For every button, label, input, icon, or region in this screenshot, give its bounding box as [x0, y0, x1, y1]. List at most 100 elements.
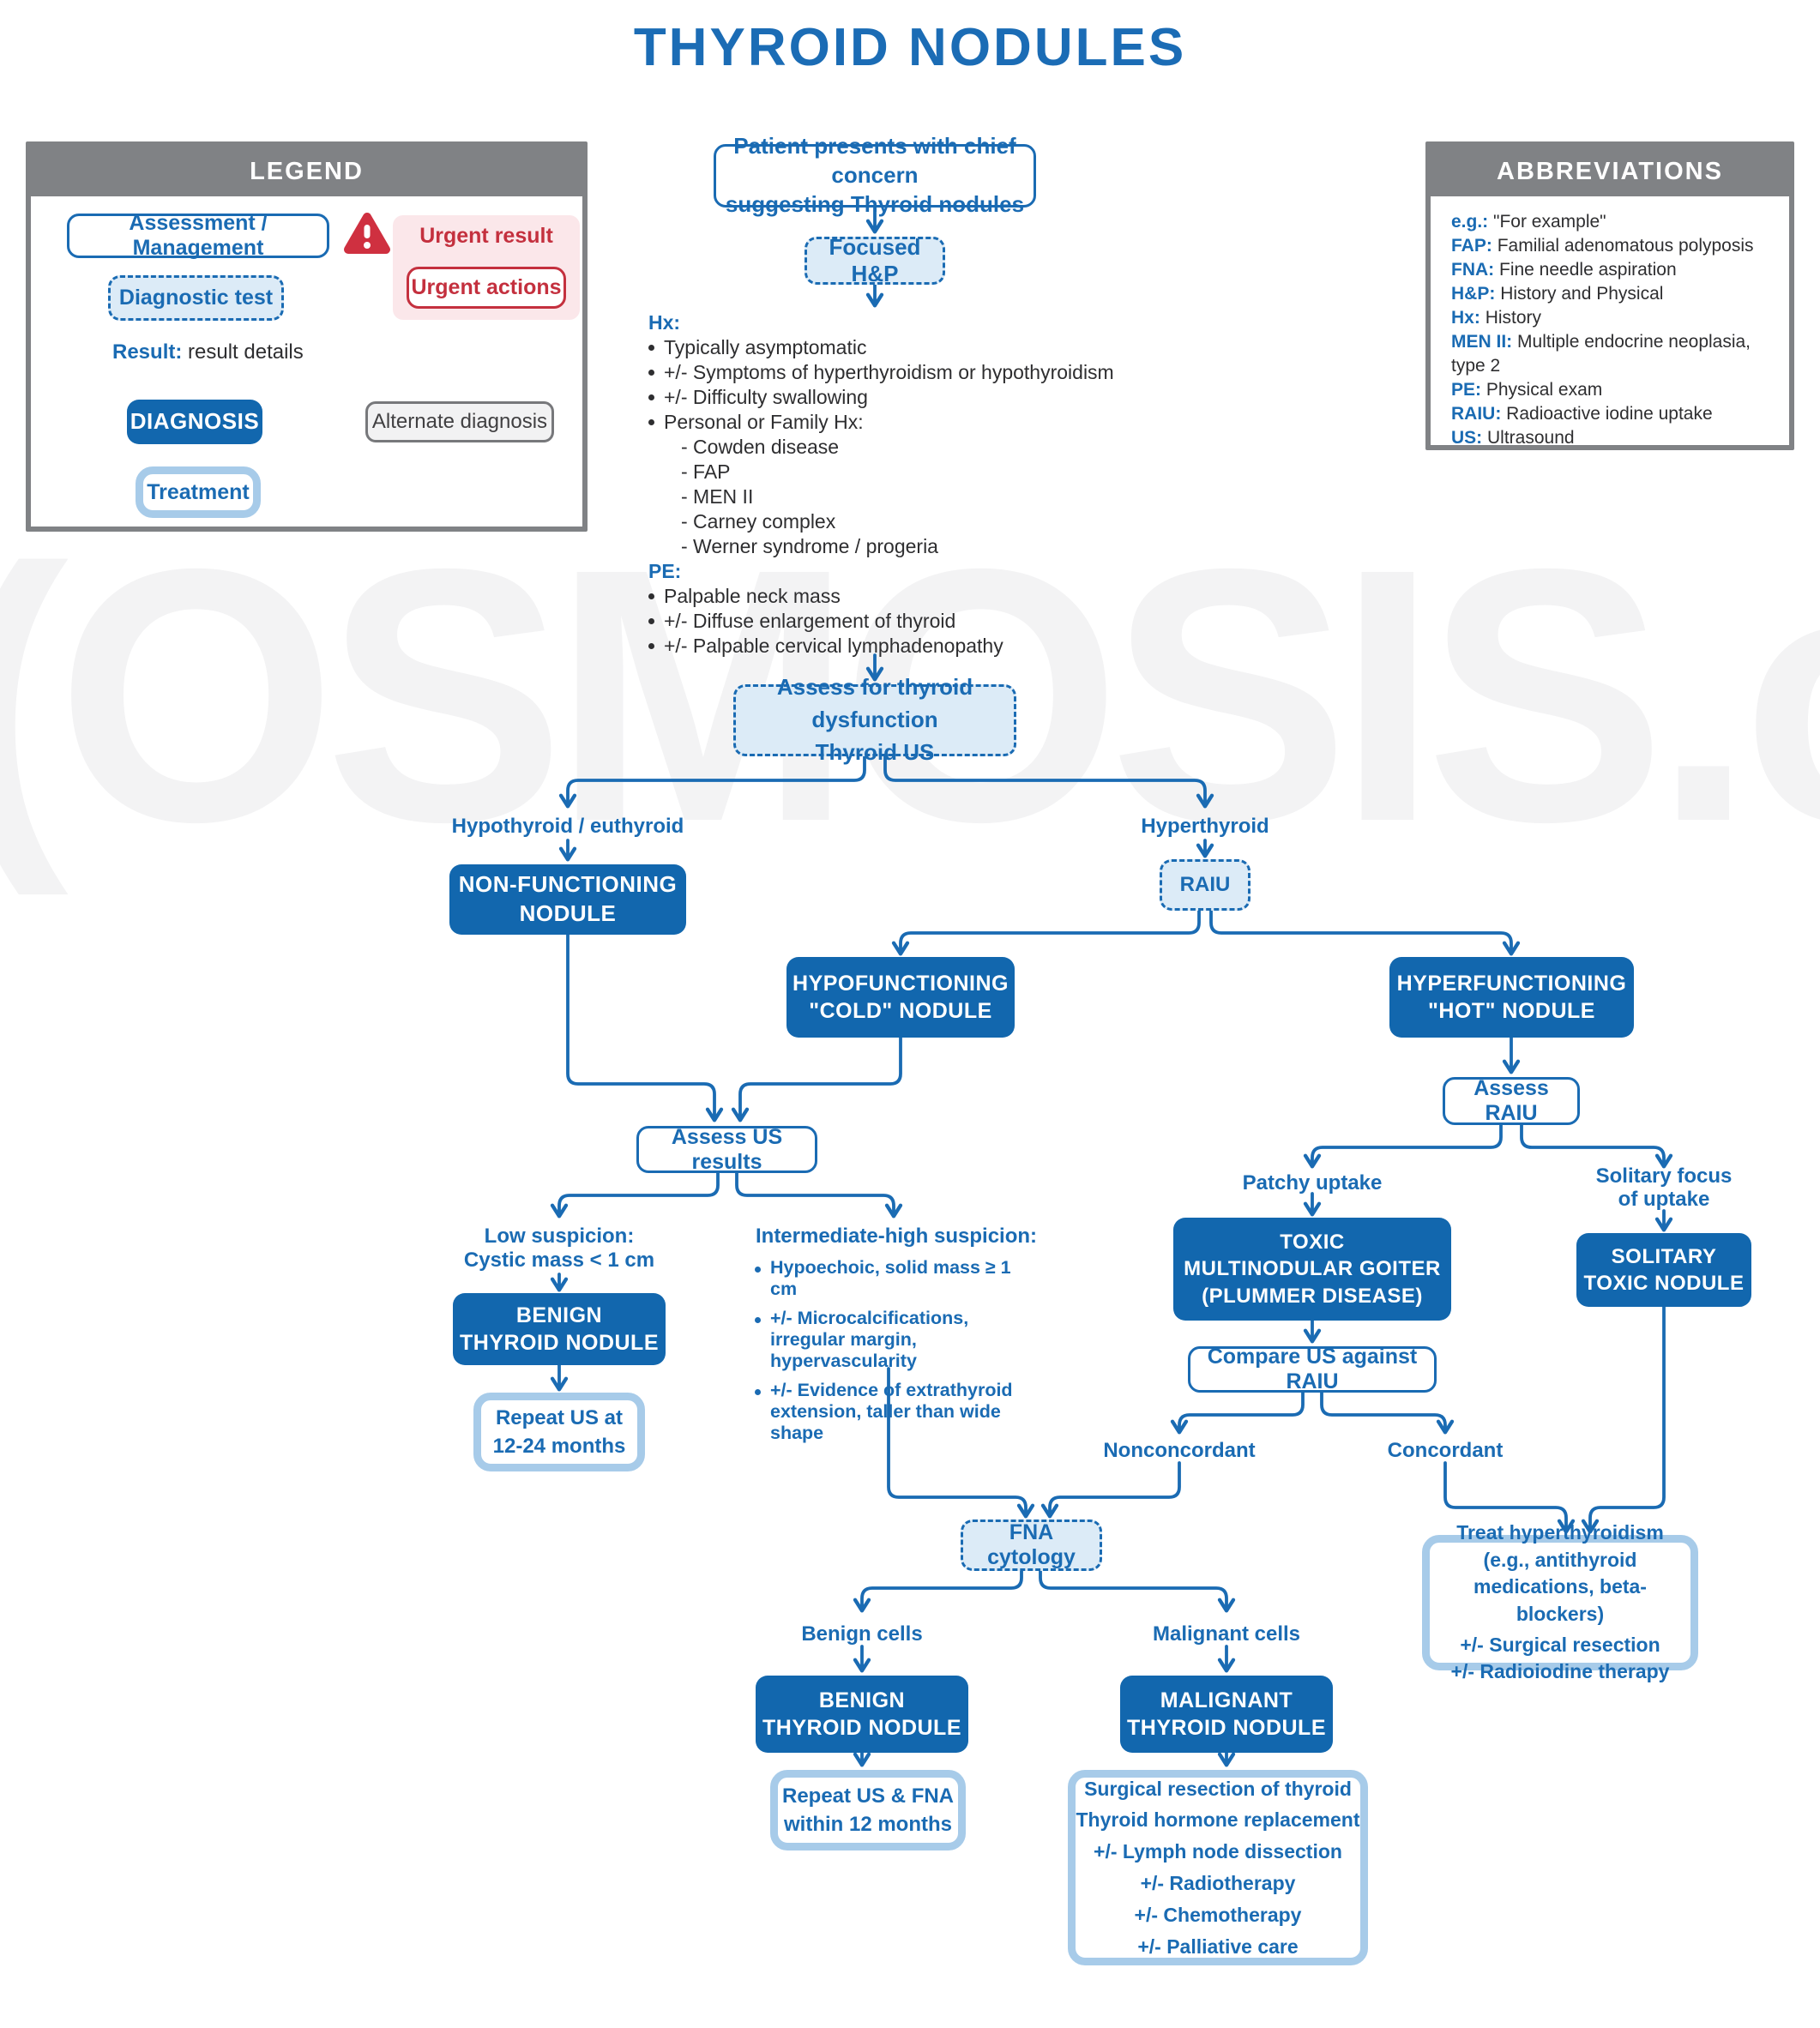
treatment-surgical-resection: Surgical resection of thyroid Thyroid ho… — [1068, 1770, 1368, 1965]
branch-label-benign-cells: Benign cells — [801, 1622, 923, 1646]
page-title: THYROID NODULES — [633, 18, 1187, 77]
abbr-term: FNA: — [1451, 260, 1495, 280]
branch-label-line: Solitary focus — [1595, 1164, 1733, 1188]
diagnosis-line: TOXIC — [1280, 1231, 1345, 1255]
hx-subitem: - Cowden disease — [681, 436, 840, 458]
diagnosis-line: "COLD" NODULE — [809, 999, 992, 1023]
inter-bullet: +/- Microcalcifications, irregular margi… — [770, 1308, 969, 1371]
arrow-compare-nonconcordant — [1170, 1391, 1305, 1435]
abbr-term: H&P: — [1451, 284, 1496, 304]
hx-item: Personal or Family Hx: — [664, 411, 864, 433]
history-pe-list: Hx: Typically asymptomatic +/- Symptoms … — [648, 310, 1129, 659]
legend-assessment-label: Assessment / Management — [129, 211, 268, 260]
abbr-term: FAP: — [1451, 236, 1492, 256]
hx-subitem: - MEN II — [681, 485, 754, 508]
inter-title: Intermediate-high suspicion: — [755, 1225, 1038, 1248]
abbreviation-item: US: Ultrasound — [1451, 426, 1781, 450]
hx-item: +/- Symptoms of hyperthyroidism or hypot… — [664, 361, 1114, 383]
abbr-term: PE: — [1451, 380, 1482, 400]
node-patient-presents: Patient presents with chief concern sugg… — [714, 133, 1036, 217]
bullet-dot — [755, 1317, 761, 1323]
legend-result-label: Result: — [112, 340, 183, 364]
bullet-dot — [755, 1267, 761, 1273]
treatment-line: Repeat US at — [495, 1405, 624, 1429]
treatment-repeat-us-12-24: Repeat US at 12-24 months — [473, 1393, 645, 1471]
diagnosis-malignant-thyroid-nodule: MALIGNANT THYROID NODULE — [1120, 1676, 1333, 1753]
pe-bullet-row: +/- Diffuse enlargement of thyroid — [648, 609, 1129, 634]
abbreviation-item: PE: Physical exam — [1451, 378, 1781, 402]
treatment-line: +/- Radioiodine therapy — [1450, 1660, 1670, 1683]
arrow-split-hyperthyroid — [883, 755, 1214, 809]
arrow-inter-to-fna — [887, 1367, 1035, 1519]
legend-panel: LEGEND Assessment / Management Urgent re… — [26, 141, 588, 532]
hx-item: +/- Difficulty swallowing — [664, 386, 868, 408]
assess-us-label: Assess US results — [671, 1124, 783, 1174]
abbr-definition: Physical exam — [1486, 380, 1603, 400]
treatment-line: Surgical resection of thyroid — [1084, 1777, 1352, 1800]
abbreviation-item: FAP: Familial adenomatous polyposis — [1451, 234, 1781, 258]
fna-label: FNA cytology — [987, 1520, 1076, 1569]
bullet-dot — [755, 1389, 761, 1395]
diagnosis-line: THYROID NODULE — [460, 1331, 659, 1355]
diagnosis-line: MULTINODULAR GOITER — [1184, 1257, 1441, 1281]
diagnosis-nonfunctioning-nodule: NON-FUNCTIONING NODULE — [449, 864, 686, 935]
treatment-line: Repeat US & FNA — [781, 1784, 955, 1808]
treat-hyper-rest: (e.g., antithyroid medications, beta-blo… — [1473, 1548, 1647, 1625]
abbreviation-item: FNA: Fine needle aspiration — [1451, 258, 1781, 282]
diagnosis-line: (PLUMMER DISEASE) — [1202, 1284, 1423, 1308]
urgent-warning-icon — [344, 213, 390, 254]
bullet-dot — [648, 618, 654, 624]
abbr-definition: Familial adenomatous polyposis — [1497, 236, 1754, 256]
branch-label-hypothyroid: Hypothyroid / euthyroid — [451, 815, 684, 838]
label-low-suspicion: Low suspicion: Cystic mass < 1 cm — [464, 1225, 654, 1273]
branch-label-solitary-focus: Solitary focus of uptake — [1596, 1164, 1733, 1211]
abbr-term: MEN II: — [1451, 332, 1513, 352]
arrow-nonconcordant-to-fna — [1040, 1461, 1181, 1519]
arrow-raiu-to-hot — [1209, 909, 1521, 956]
legend-result-line: Result: result details — [112, 340, 304, 364]
abbr-term: US: — [1451, 428, 1483, 448]
legend-urgent-actions-box: Urgent actions — [407, 267, 566, 309]
node-raiu: RAIU — [1160, 859, 1250, 911]
abbreviations-panel: ABBREVIATIONS e.g.: "For example" FAP: F… — [1425, 141, 1794, 450]
bullet-dot — [648, 370, 654, 376]
hx-subitem: - FAP — [681, 460, 731, 483]
diagnosis-solitary-toxic-nodule: SOLITARY TOXIC NODULE — [1576, 1233, 1751, 1307]
abbreviations-list: e.g.: "For example" FAP: Familial adenom… — [1451, 210, 1781, 450]
patient-line2-normal: suggesting — [725, 190, 851, 217]
abbr-definition: History — [1485, 308, 1542, 328]
assess-raiu-label: Assess RAIU — [1473, 1076, 1549, 1125]
arrow-assessus-inter — [735, 1171, 903, 1219]
legend-treatment-label: Treatment — [147, 479, 250, 504]
branch-label-hyperthyroid: Hyperthyroid — [1141, 815, 1269, 838]
pe-item: +/- Diffuse enlargement of thyroid — [664, 610, 956, 632]
abbreviation-item: MEN II: Multiple endocrine neoplasia, ty… — [1451, 330, 1781, 378]
abbr-term: e.g.: — [1451, 212, 1489, 232]
bullet-dot — [648, 593, 654, 599]
abbreviation-item: e.g.: "For example" — [1451, 210, 1781, 234]
diagnosis-line: NON-FUNCTIONING — [458, 871, 678, 898]
branch-label-malignant-cells: Malignant cells — [1152, 1622, 1301, 1646]
treat-hyper-bold: Treat hyperthyroidism — [1456, 1520, 1664, 1544]
inter-bullet-row: +/- Evidence of extrathyroid extension, … — [755, 1380, 1038, 1444]
abbreviation-item: Hx: History — [1451, 306, 1781, 330]
arrow-assessraiu-solitary — [1520, 1123, 1673, 1169]
abbr-definition: "For example" — [1493, 212, 1606, 232]
diagnosis-line: HYPOFUNCTIONING — [792, 971, 1009, 996]
inter-bullet: Hypoechoic, solid mass ≥ 1 cm — [770, 1257, 1011, 1299]
raiu-label: RAIU — [1179, 873, 1231, 896]
legend-result-value: result details — [182, 340, 304, 364]
arrow-assessus-low — [550, 1171, 720, 1219]
arrow-fna-malignant — [1039, 1569, 1236, 1613]
diagnosis-toxic-multinodular-goiter: TOXIC MULTINODULAR GOITER (PLUMMER DISEA… — [1173, 1218, 1451, 1321]
legend-diagnostic-test-label: Diagnostic test — [118, 286, 274, 310]
hx-subitem: - Werner syndrome / progeria — [681, 535, 938, 557]
pe-item: Palpable neck mass — [664, 585, 841, 607]
pe-header: PE: — [648, 560, 682, 582]
low-suspicion-detail: Cystic mass < 1 cm — [463, 1249, 655, 1272]
arrow-split-hypothyroid — [558, 755, 866, 809]
node-compare-us-raiu: Compare US against RAIU — [1188, 1345, 1437, 1393]
hx-bullet-row: Personal or Family Hx: — [648, 410, 1129, 435]
diagnosis-line: THYROID NODULE — [1127, 1716, 1326, 1740]
